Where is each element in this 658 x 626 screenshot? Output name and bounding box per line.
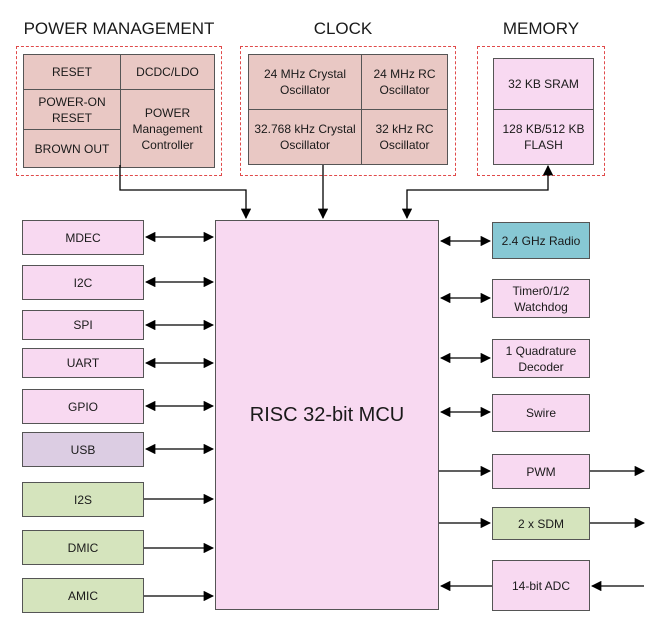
rc-oscillator-32khz-block: 32 kHz RC Oscillator <box>361 109 448 165</box>
clock-group <box>240 46 456 176</box>
reset-block: RESET <box>23 54 121 90</box>
rc-oscillator-24mhz-block: 24 MHz RC Oscillator <box>361 54 448 110</box>
sdm-block: 2 x SDM <box>492 507 590 540</box>
brown-out-block: BROWN OUT <box>23 129 121 168</box>
timer-watchdog-block: Timer0/1/2 Watchdog <box>492 279 590 318</box>
crystal-oscillator-24mhz-block: 24 MHz Crystal Oscillator <box>248 54 362 110</box>
crystal-oscillator-32khz-block: 32.768 kHz Crystal Oscillator <box>248 109 362 165</box>
pwm-block: PWM <box>492 454 590 489</box>
sram-block: 32 KB SRAM <box>493 58 594 110</box>
spi-block: SPI <box>22 310 144 340</box>
i2c-block: I2C <box>22 265 144 300</box>
flash-block: 128 KB/512 KB FLASH <box>493 109 594 165</box>
memory-title: MEMORY <box>502 19 580 38</box>
swire-block: Swire <box>492 394 590 432</box>
uart-block: UART <box>22 348 144 378</box>
power-management-title: POWER MANAGEMENT <box>23 19 215 38</box>
power-management-group <box>16 46 222 176</box>
dmic-block: DMIC <box>22 530 144 565</box>
clock-title: CLOCK <box>313 19 373 38</box>
power-management-controller-block: POWER Management Controller <box>120 89 215 168</box>
amic-block: AMIC <box>22 578 144 613</box>
i2s-block: I2S <box>22 482 144 517</box>
mdec-block: MDEC <box>22 220 144 255</box>
risc-mcu-block: RISC 32-bit MCU <box>215 220 439 610</box>
adc-block: 14-bit ADC <box>492 560 590 611</box>
radio-block: 2.4 GHz Radio <box>492 222 590 259</box>
quadrature-decoder-block: 1 Quadrature Decoder <box>492 339 590 378</box>
usb-block: USB <box>22 432 144 467</box>
power-on-reset-block: POWER-ON RESET <box>23 89 121 130</box>
gpio-block: GPIO <box>22 389 144 424</box>
dcdc-ldo-block: DCDC/LDO <box>120 54 215 90</box>
